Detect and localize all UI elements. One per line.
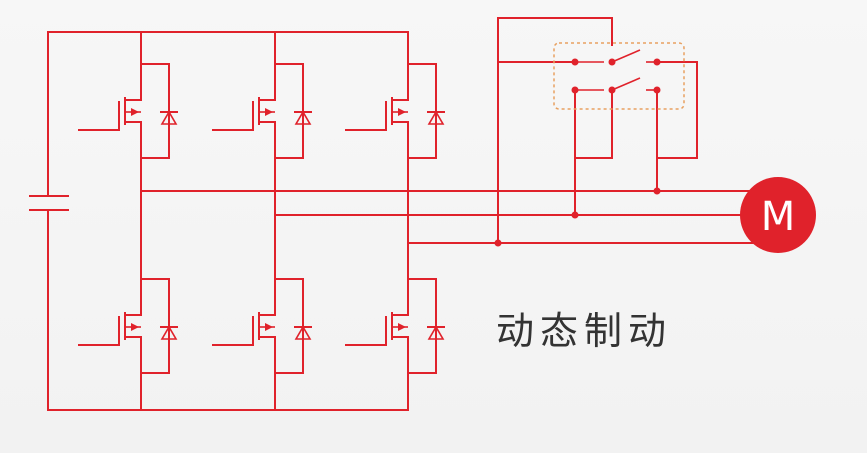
diagram-caption: 动态制动 <box>496 309 673 353</box>
braking-relay-box <box>553 42 685 110</box>
dc-link-capacitor <box>29 195 69 211</box>
switch-lower-u <box>78 276 178 376</box>
switch-upper-w <box>345 61 445 161</box>
junction-dots <box>494 58 661 247</box>
switch-upper-v <box>212 61 312 161</box>
motor: M <box>740 177 816 253</box>
braking-contactor-wiring <box>497 17 698 244</box>
motor-label: M <box>761 194 796 240</box>
switch-upper-u <box>78 61 178 161</box>
dc-bus <box>47 31 409 411</box>
switch-lower-w <box>345 276 445 376</box>
switch-lower-v <box>212 276 312 376</box>
